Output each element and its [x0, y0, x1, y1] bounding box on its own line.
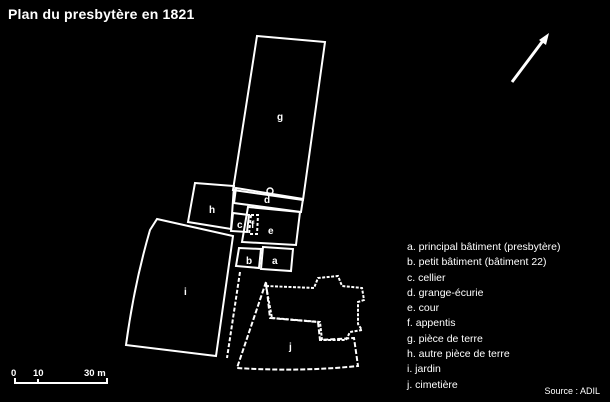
label-a: a	[272, 256, 278, 267]
legend-item-i: i. jardin	[407, 363, 441, 376]
label-d: d	[264, 195, 270, 206]
legend: a. principal bâtiment (presbytère) b. pe…	[407, 240, 561, 393]
parcel-c	[229, 211, 251, 234]
label-c: c	[237, 220, 243, 231]
label-h: h	[209, 205, 215, 216]
parcel-b	[234, 246, 263, 270]
legend-item-f: f. appentis	[407, 317, 456, 330]
legend-item-b: b. petit bâtiment (bâtiment 22)	[407, 256, 547, 269]
well-marker	[266, 187, 274, 195]
legend-item-j: j. cimetière	[407, 378, 458, 391]
label-b: b	[246, 256, 252, 267]
garden-boundary	[226, 271, 241, 359]
parcel-j	[235, 281, 360, 371]
label-i: i	[184, 287, 187, 298]
legend-item-g: g. pièce de terre	[407, 332, 483, 345]
church-outline	[264, 274, 366, 341]
parcel-a	[259, 245, 295, 273]
north-arrow-icon	[510, 33, 549, 83]
legend-item-h: h. autre pièce de terre	[407, 348, 510, 361]
label-f: f	[251, 220, 255, 231]
legend-item-d: d. grange-écurie	[407, 286, 484, 299]
parcel-f	[247, 214, 260, 235]
label-g: g	[277, 112, 283, 123]
legend-item-a: a. principal bâtiment (presbytère)	[407, 241, 561, 253]
scale-label-ten: 10	[33, 368, 44, 379]
map-title: Plan du presbytère en 1821	[8, 6, 195, 22]
label-e: e	[268, 226, 274, 237]
scale-bar: 0 10 30 m	[11, 368, 108, 384]
parcel-e	[240, 205, 302, 247]
label-j: j	[288, 342, 292, 353]
scale-label-zero: 0	[11, 368, 16, 379]
legend-item-c: c. cellier	[407, 271, 446, 284]
source-credit: Source : ADIL	[544, 386, 600, 396]
scale-label-thirty: 30 m	[84, 368, 106, 379]
legend-item-e: e. cour	[407, 302, 440, 315]
parcel-i	[124, 217, 235, 358]
